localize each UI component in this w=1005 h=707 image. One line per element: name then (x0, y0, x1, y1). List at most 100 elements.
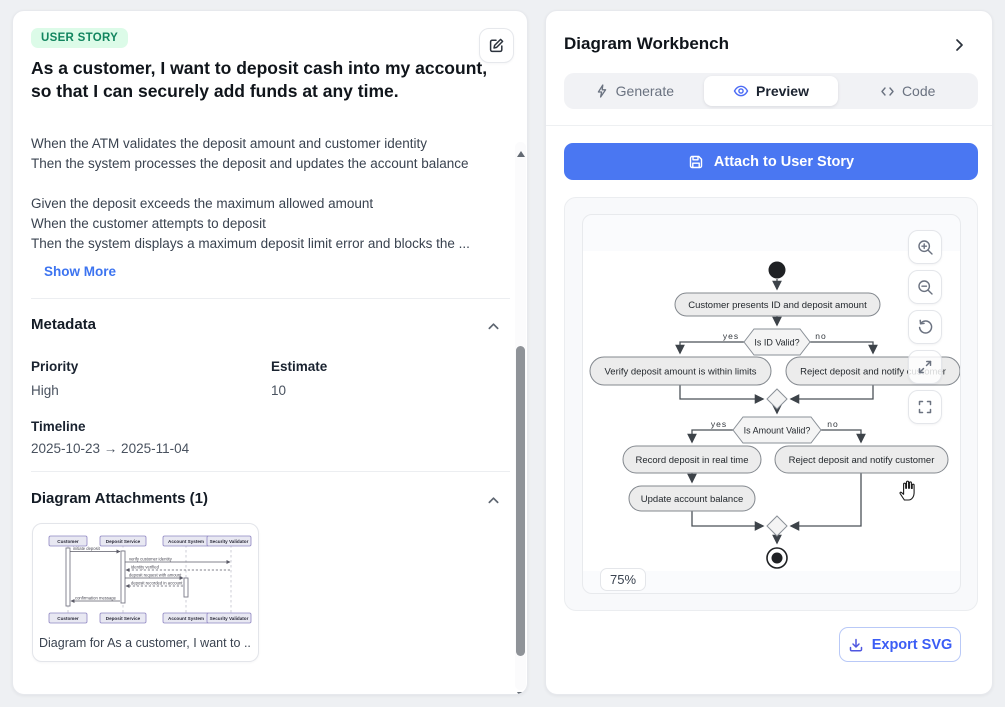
activity-diagram: Customer presents ID and deposit amount … (583, 251, 960, 571)
fullscreen-button[interactable] (908, 390, 942, 424)
svg-text:Deposit Service: Deposit Service (106, 616, 141, 621)
svg-text:Account System: Account System (168, 616, 204, 621)
svg-text:Record deposit in real time: Record deposit in real time (636, 455, 749, 466)
scrollbar-up-arrow[interactable] (517, 151, 525, 157)
svg-text:Security Validator: Security Validator (210, 616, 249, 621)
svg-text:Verify deposit amount is withi: Verify deposit amount is within limits (604, 367, 756, 378)
code-icon (881, 86, 894, 96)
priority-value: High (31, 383, 59, 398)
priority-label: Priority (31, 359, 79, 374)
download-icon (849, 638, 862, 651)
branch-yes-label: yes (711, 419, 727, 429)
save-icon (689, 155, 703, 168)
criteria-line: When the customer attempts to deposit (31, 216, 266, 231)
svg-text:Reject deposit and notify cust: Reject deposit and notify customer (789, 455, 935, 466)
attachments-collapse-button[interactable] (483, 490, 503, 510)
svg-text:confirmation message: confirmation message (75, 596, 117, 601)
flow-node-update: Update account balance (628, 485, 756, 512)
flow-decision-id-valid: Is ID Valid? (743, 328, 811, 356)
attach-to-user-story-button[interactable]: Attach to User Story (564, 143, 978, 180)
workbench-tabbar: Generate Preview Code (564, 73, 978, 109)
svg-text:Reject deposit and notify cust: Reject deposit and notify customer (800, 367, 946, 378)
panel-scrollbar-thumb[interactable] (516, 346, 525, 656)
seq-activations (65, 547, 189, 607)
reset-view-button[interactable] (908, 310, 942, 344)
edit-story-button[interactable] (479, 28, 514, 63)
criteria-line: When the ATM validates the deposit amoun… (31, 138, 427, 151)
seq-messages (70, 549, 231, 603)
story-title: As a customer, I want to deposit cash in… (31, 58, 488, 101)
criteria-line: Given the deposit exceeds the maximum al… (31, 196, 374, 211)
export-button-label: Export SVG (871, 636, 953, 653)
rotate-ccw-icon (918, 319, 932, 334)
flow-node-verify: Verify deposit amount is within limits (589, 356, 772, 386)
diagram-preview-area: Customer presents ID and deposit amount … (564, 197, 978, 611)
scrollbar-down-arrow[interactable] (517, 692, 525, 694)
expand-arrows-icon (918, 360, 932, 374)
svg-text:Is Amount Valid?: Is Amount Valid? (744, 426, 811, 436)
user-story-panel: USER STORY As a customer, I want to depo… (12, 10, 528, 695)
svg-text:initiate deposit: initiate deposit (73, 546, 101, 551)
zoom-in-icon (917, 239, 933, 255)
tab-label: Generate (615, 83, 675, 99)
branch-yes-label: yes (723, 331, 739, 341)
zoom-in-button[interactable] (908, 230, 942, 264)
chevron-up-icon (487, 322, 499, 329)
tab-preview[interactable]: Preview (703, 76, 839, 106)
divider (31, 298, 510, 299)
svg-text:Is ID Valid?: Is ID Valid? (754, 338, 799, 348)
branch-no-label: no (827, 419, 838, 429)
attachments-heading: Diagram Attachments (1) (31, 490, 208, 507)
svg-text:Security Validator: Security Validator (210, 539, 249, 544)
timeline-value: 2025-10-23 → 2025-11-04 (31, 441, 190, 456)
tab-label: Preview (756, 83, 809, 99)
timeline-label: Timeline (31, 419, 86, 434)
attachment-caption: Diagram for As a customer, I want to ... (39, 636, 252, 650)
seq-lifelines (67, 545, 232, 613)
flow-merge-node-2 (766, 515, 788, 537)
seq-message-labels: initiate deposit verify customer identit… (73, 546, 183, 601)
flow-merge-node-1 (766, 388, 788, 410)
collapse-panel-button[interactable] (951, 37, 969, 55)
chevron-up-icon (487, 496, 499, 503)
flow-node-record: Record deposit in real time (622, 445, 762, 474)
user-story-badge: USER STORY (31, 28, 129, 48)
svg-text:Update account balance: Update account balance (641, 494, 743, 505)
diagram-workbench-panel: Diagram Workbench Generate Preview Code … (545, 10, 993, 695)
criteria-line: Then the system displays a maximum depos… (31, 236, 470, 251)
tab-label: Code (901, 83, 936, 99)
flow-edges (675, 279, 878, 545)
svg-text:verify customer identity: verify customer identity (129, 557, 173, 562)
acceptance-criteria-text[interactable]: When the ATM validates the deposit amoun… (31, 138, 509, 264)
divider (31, 471, 510, 472)
svg-text:Account System: Account System (168, 539, 204, 544)
flow-end-node (766, 547, 788, 569)
tab-code[interactable]: Code (840, 76, 975, 106)
svg-text:Customer: Customer (57, 616, 79, 621)
sequence-diagram-thumbnail: initiate deposit verify customer identit… (41, 533, 252, 628)
fullscreen-icon (918, 400, 932, 414)
criteria-line (31, 174, 509, 194)
zoom-out-button[interactable] (908, 270, 942, 304)
svg-text:identity verified: identity verified (131, 565, 160, 570)
export-svg-button[interactable]: Export SVG (839, 627, 961, 662)
show-more-link[interactable]: Show More (44, 264, 117, 279)
divider (546, 125, 992, 126)
metadata-collapse-button[interactable] (483, 316, 503, 336)
diagram-canvas[interactable]: Customer presents ID and deposit amount … (582, 214, 961, 594)
zoom-level-badge: 75% (600, 568, 647, 591)
diagram-attachment-card[interactable]: initiate deposit verify customer identit… (32, 523, 259, 662)
svg-text:Customer: Customer (57, 539, 79, 544)
tab-generate[interactable]: Generate (567, 76, 702, 106)
expand-button[interactable] (908, 350, 942, 384)
svg-text:Customer presents ID and depos: Customer presents ID and deposit amount (688, 300, 867, 311)
seq-actor-labels: Customer Deposit Service Account System … (57, 539, 248, 621)
svg-text:Deposit Service: Deposit Service (106, 539, 141, 544)
seq-actor-boxes (48, 535, 252, 624)
branch-no-label: no (815, 331, 826, 341)
chevron-right-icon (956, 39, 963, 51)
svg-text:deposit recorded in account: deposit recorded in account (131, 581, 183, 586)
eye-icon (733, 85, 749, 97)
flow-node-reject-2: Reject deposit and notify customer (774, 445, 949, 474)
zoom-out-icon (917, 279, 933, 295)
